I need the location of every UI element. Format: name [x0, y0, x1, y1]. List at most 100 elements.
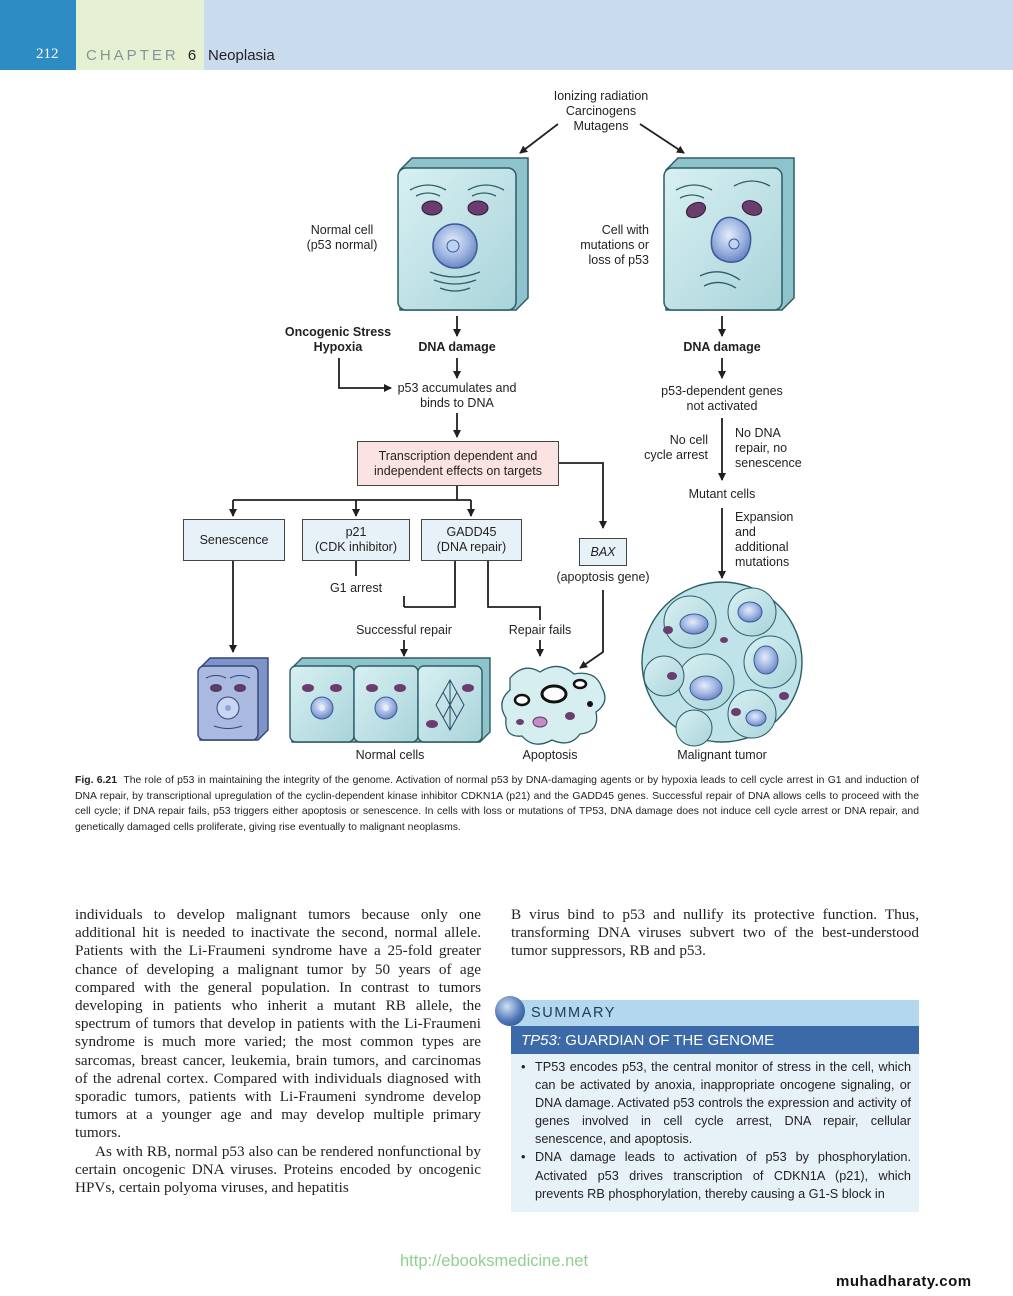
apoptosis-illustration: [501, 665, 606, 745]
line-gadd45-to-fails: [487, 560, 541, 620]
no-repair-line-1: No DNA: [735, 426, 781, 440]
normal-cell-line-1: Normal cell: [310, 223, 374, 237]
p53-accumulates-line-2: binds to DNA: [420, 396, 494, 410]
left-column-text: individuals to develop malignant tumors …: [75, 906, 481, 1197]
mutant-cell-illustration: [663, 157, 795, 311]
summary-bullet-1: • TP53 encodes p53, the central monitor o…: [521, 1058, 911, 1148]
arrow-bax-to-apoptosis: [579, 590, 604, 669]
gadd45-box: GADD45 (DNA repair): [421, 519, 522, 561]
summary-bullet-1-text: TP53 encodes p53, the central monitor of…: [535, 1060, 911, 1147]
mutant-cell-label: Cell with mutations or loss of p53: [560, 223, 649, 268]
expansion-line-1: Expansion: [735, 510, 794, 524]
senescence-box: Senescence: [183, 519, 285, 561]
left-paragraph-2: As with RB, normal p53 also can be rende…: [75, 1142, 481, 1197]
stimulus-label: Ionizing radiation Carcinogens Mutagens: [541, 89, 661, 134]
arrow-stimulus-right: [639, 123, 685, 154]
p21-line-2: (CDK inhibitor): [315, 540, 397, 554]
mutant-cells-label: Mutant cells: [688, 487, 756, 501]
summary-title-bar: TP53: GUARDIAN OF THE GENOME: [511, 1026, 919, 1054]
summary-bullet-2-text: DNA damage leads to activation of p53 by…: [535, 1150, 911, 1201]
p21-line-1: p21: [345, 525, 367, 539]
no-dna-repair-label: No DNA repair, no senescence: [735, 426, 815, 471]
normal-cells-row: [289, 657, 491, 743]
mutant-cell-line-1: Cell with: [601, 223, 649, 237]
line-gadd45-to-repair: [404, 560, 456, 608]
summary-heading: SUMMARY: [531, 1005, 617, 1021]
apoptosis-gene-label: (apoptosis gene): [556, 570, 650, 584]
oncogenic-stress-line-2: Hypoxia: [313, 340, 363, 354]
malignant-tumor-label: Malignant tumor: [677, 748, 767, 762]
gadd45-line-2: (DNA repair): [436, 540, 507, 554]
normal-cell-illustration: [397, 157, 529, 311]
normal-cells-label: Normal cells: [355, 748, 425, 762]
dna-damage-right: DNA damage: [683, 340, 761, 354]
summary-circle-icon: [495, 996, 525, 1026]
chapter-tab: CHAPTER 6: [76, 0, 204, 70]
p53-accumulates-line-1: p53 accumulates and: [397, 381, 517, 395]
transcription-line-1: Transcription dependent and: [378, 448, 538, 463]
repair-fails-label: Repair fails: [508, 623, 572, 637]
genes-not-activated-line-2: not activated: [686, 399, 758, 413]
left-paragraph-1: individuals to develop malignant tumors …: [75, 906, 481, 1142]
senescent-cell-illustration: [197, 657, 269, 741]
summary-heading-bar: SUMMARY: [495, 996, 919, 1026]
no-repair-line-2: repair, no: [735, 441, 788, 455]
transcription-line-2: independent effects on targets: [374, 463, 542, 478]
summary-title-gene: TP53:: [521, 1032, 562, 1049]
dna-damage-left: DNA damage: [418, 340, 496, 354]
summary-title: TP53: GUARDIAN OF THE GENOME: [521, 1032, 774, 1049]
footer-url[interactable]: http://ebooksmedicine.net: [400, 1252, 589, 1270]
expansion-label: Expansion and additional mutations: [735, 510, 815, 570]
expansion-line-2: and: [735, 525, 756, 539]
g1-arrest-label: G1 arrest: [329, 581, 383, 595]
chapter-title: Neoplasia: [208, 47, 275, 64]
transcription-box: Transcription dependent and independent …: [357, 441, 559, 486]
bullet-icon: •: [521, 1060, 526, 1074]
stimulus-line-1: Ionizing radiation: [553, 89, 649, 103]
summary-bullet-2: • DNA damage leads to activation of p53 b…: [521, 1148, 911, 1202]
gadd45-line-1: GADD45: [446, 525, 497, 539]
summary-box: SUMMARY TP53: GUARDIAN OF THE GENOME • TP…: [495, 996, 919, 1212]
p53-accumulates-label: p53 accumulates and binds to DNA: [392, 381, 522, 411]
p21-box: p21 (CDK inhibitor): [302, 519, 410, 561]
bullet-icon: •: [521, 1150, 526, 1165]
stimulus-line-3: Mutagens: [573, 119, 629, 133]
mutant-cell-line-2: mutations or: [580, 238, 649, 252]
figure-diagram: [197, 123, 803, 747]
no-repair-line-3: senescence: [735, 456, 802, 470]
genes-not-activated-line-1: p53-dependent genes: [661, 384, 783, 398]
summary-list: • TP53 encodes p53, the central monitor o…: [521, 1058, 911, 1203]
oncogenic-stress-label: Oncogenic Stress Hypoxia: [278, 325, 398, 355]
oncogenic-stress-line-1: Oncogenic Stress: [284, 325, 392, 339]
chapter-word: CHAPTER: [86, 47, 179, 64]
caption-text: The role of p53 in maintaining the integ…: [75, 775, 920, 833]
no-cell-cycle-arrest-label: No cell cycle arrest: [628, 433, 708, 463]
apoptosis-label: Apoptosis: [522, 748, 578, 762]
running-header: 212 CHAPTER 6 Neoplasia: [0, 0, 1013, 70]
no-arrest-line-2: cycle arrest: [644, 448, 708, 462]
right-paragraph-1: B virus bind to p53 and nullify its prot…: [511, 906, 919, 960]
right-column-text: B virus bind to p53 and nullify its prot…: [511, 906, 919, 961]
footer-brand: muhadharaty.com: [836, 1273, 972, 1290]
mutant-cell-line-3: loss of p53: [588, 253, 649, 267]
summary-title-rest: GUARDIAN OF THE GENOME: [565, 1032, 775, 1049]
no-arrest-line-1: No cell: [669, 433, 708, 447]
page-number-tab: 212: [0, 0, 76, 70]
arrow-transcription-to-bax: [558, 462, 607, 529]
figure-caption: Fig. 6.21 The role of p53 in maintaining…: [75, 773, 919, 835]
successful-repair-label: Successful repair: [356, 623, 452, 637]
malignant-tumor-illustration: [641, 581, 803, 747]
genes-not-activated-label: p53-dependent genes not activated: [652, 384, 792, 414]
arrow-stimulus-left: [519, 123, 559, 154]
chapter-number: 6: [187, 47, 197, 64]
arrow-stress-to-p53: [338, 358, 392, 392]
expansion-line-4: mutations: [735, 555, 790, 569]
normal-cell-line-2: (p53 normal): [306, 238, 378, 252]
stimulus-line-2: Carcinogens: [565, 104, 637, 118]
normal-cell-label: Normal cell (p53 normal): [292, 223, 392, 253]
page-number: 212: [36, 46, 59, 62]
bax-box: BAX: [579, 538, 627, 566]
caption-label: Fig. 6.21: [75, 775, 117, 786]
expansion-line-3: additional: [735, 540, 789, 554]
chapter-label: CHAPTER 6: [86, 47, 196, 64]
